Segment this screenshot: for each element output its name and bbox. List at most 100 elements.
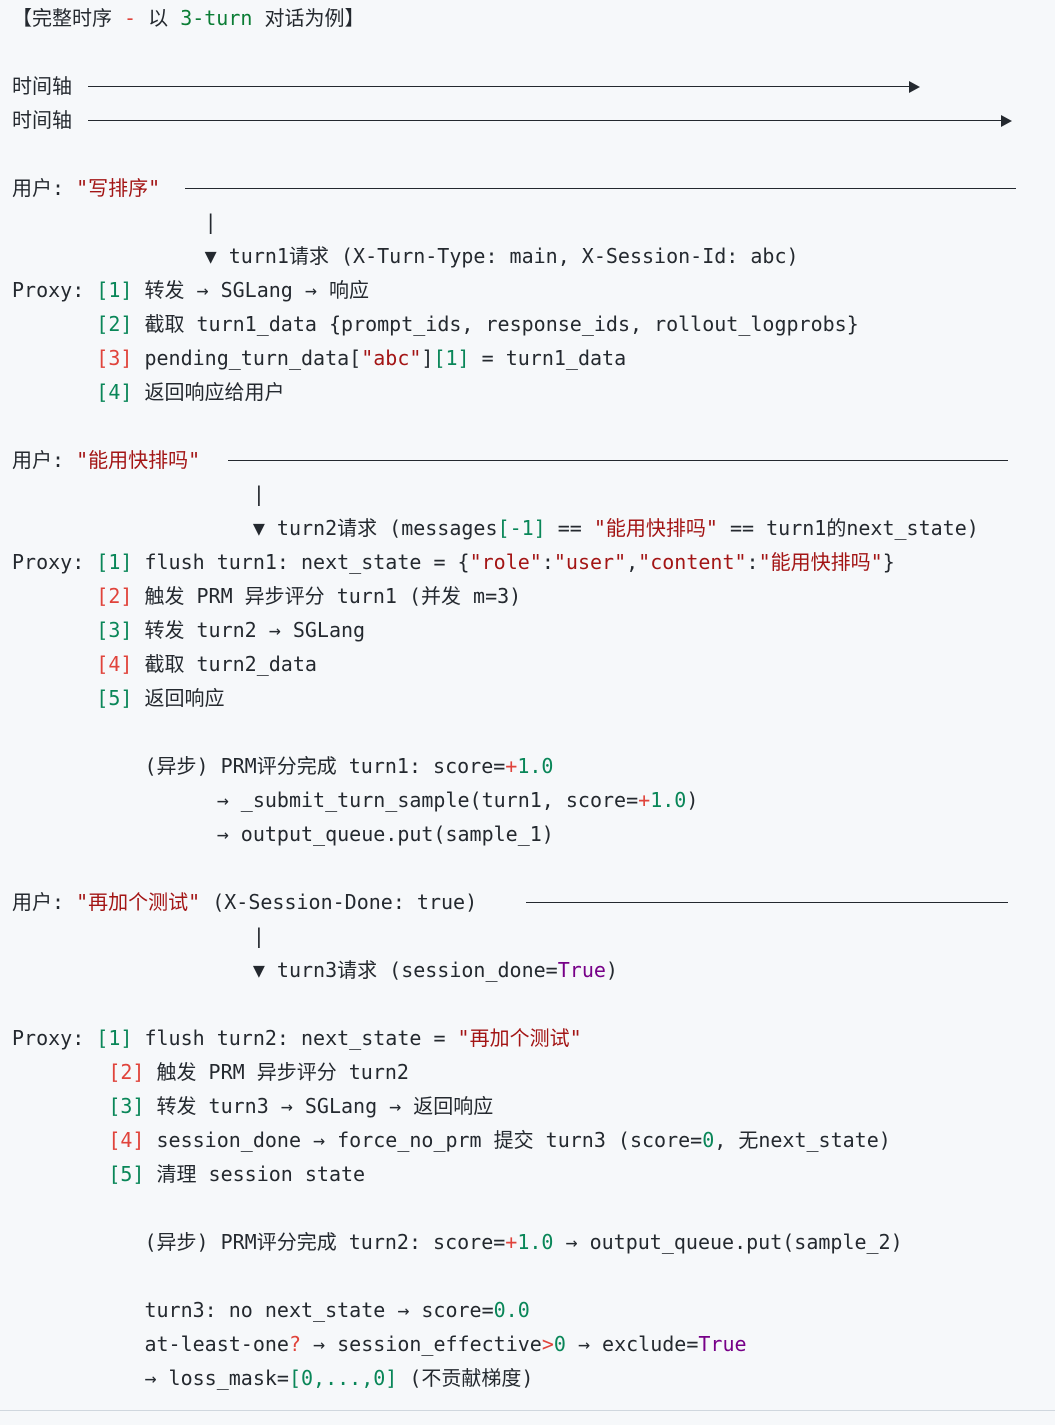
code-token — [12, 652, 96, 676]
code-line: [5] 清理 session state — [12, 1157, 365, 1191]
code-token: Proxy: — [12, 1026, 97, 1050]
code-token — [12, 1094, 108, 1118]
code-token: "再加个测试" — [76, 890, 201, 914]
code-token: 转发 → SGLang → 响应 — [132, 278, 369, 302]
code-token: ▼ turn1请求 (X-Turn-Type: main, X-Session-… — [12, 244, 799, 268]
code-line: [2] 触发 PRM 异步评分 turn2 — [12, 1055, 409, 1089]
timeline-axis — [88, 86, 912, 87]
code-line: [4] session_done → force_no_prm 提交 turn3… — [12, 1123, 891, 1157]
code-line: turn3: no next_state → score=0.0 — [12, 1293, 529, 1327]
code-token: | — [12, 482, 265, 506]
code-token: True — [557, 958, 606, 982]
code-token: (不贡献梯度) — [397, 1366, 534, 1390]
code-line: at-least-one? → session_effective>0 → ex… — [12, 1327, 747, 1361]
timeline-axis — [88, 120, 1004, 121]
code-token: "role" — [469, 550, 542, 574]
code-token: True — [698, 1332, 747, 1356]
code-token: "能用快排吗" — [593, 516, 718, 540]
code-line: | — [12, 477, 265, 511]
code-token: [3] — [108, 1094, 145, 1118]
code-line: 时间轴 — [12, 103, 84, 137]
timeline-rule — [228, 460, 1008, 461]
code-token: [-1] — [497, 516, 546, 540]
code-token: 转发 turn3 → SGLang → 返回响应 — [144, 1094, 494, 1118]
code-token: → output_queue.put(sample_1) — [12, 822, 554, 846]
code-token: 返回响应 — [132, 686, 225, 710]
code-line: → output_queue.put(sample_1) — [12, 817, 554, 851]
code-token: pending_turn_data[ — [132, 346, 362, 370]
code-token: 触发 PRM 异步评分 turn1 (并发 m=3) — [132, 584, 522, 608]
code-token: 截取 turn1_data {prompt_ids, response_ids,… — [132, 312, 859, 336]
code-token: ▼ turn3请求 (session_done= — [12, 958, 558, 982]
code-token: [2] — [96, 312, 133, 336]
code-token: 截取 turn2_data — [132, 652, 317, 676]
arrowhead-icon — [1001, 115, 1012, 127]
code-token: at-least-one — [12, 1332, 289, 1356]
code-line: 用户: "写排序" — [12, 171, 172, 205]
code-line: [3] 转发 turn2 → SGLang — [12, 613, 365, 647]
code-token: } — [882, 550, 895, 574]
code-token — [12, 380, 96, 404]
code-line: ▼ turn2请求 (messages[-1] == "能用快排吗" == tu… — [12, 511, 979, 545]
code-token: "user" — [553, 550, 627, 574]
code-token: [4] — [108, 1128, 145, 1152]
code-token: "abc" — [361, 346, 422, 370]
code-token: , 无next_state) — [714, 1128, 891, 1152]
code-token: 0 — [553, 1332, 566, 1356]
code-line: → _submit_turn_sample(turn1, score=+1.0) — [12, 783, 699, 817]
code-token: 触发 PRM 异步评分 turn2 — [144, 1060, 409, 1084]
code-token: == turn1的next_state) — [717, 516, 979, 540]
code-token: [3] — [96, 618, 133, 642]
code-token: [1] — [96, 278, 133, 302]
code-token: 返回响应给用户 — [132, 380, 285, 404]
code-token: 【完整时序 — [12, 6, 125, 30]
code-token — [12, 1060, 108, 1084]
code-token — [200, 448, 212, 472]
code-token: + — [505, 754, 518, 778]
code-token: (X-Session-Done: true) — [200, 890, 490, 914]
code-token: : — [541, 550, 554, 574]
code-token: → exclude= — [565, 1332, 699, 1356]
code-token: 用户: — [12, 448, 77, 472]
code-token: | — [12, 924, 265, 948]
code-line: [2] 截取 turn1_data {prompt_ids, response_… — [12, 307, 859, 341]
code-token: [2] — [96, 584, 133, 608]
code-token: 时间轴 — [12, 108, 85, 132]
code-token: 3-turn — [180, 6, 253, 30]
code-token: - — [124, 6, 137, 30]
code-line: 用户: "再加个测试" (X-Session-Done: true) — [12, 885, 489, 919]
code-token: 1.0 — [650, 788, 687, 812]
code-token: 1.0 — [517, 1230, 554, 1254]
code-token: > — [541, 1332, 554, 1356]
code-line: [3] 转发 turn3 → SGLang → 返回响应 — [12, 1089, 493, 1123]
code-line: Proxy: [1] flush turn1: next_state = {"r… — [12, 545, 895, 579]
code-token: ▼ turn2请求 (messages — [12, 516, 498, 540]
code-token: "能用快排吗" — [76, 448, 201, 472]
code-token: | — [12, 210, 217, 234]
code-token: (异步) PRM评分完成 turn2: score= — [12, 1230, 506, 1254]
code-token: == — [545, 516, 594, 540]
code-token: 时间轴 — [12, 74, 85, 98]
code-line: (异步) PRM评分完成 turn1: score=+1.0 — [12, 749, 553, 783]
code-line: Proxy: [1] 转发 → SGLang → 响应 — [12, 273, 369, 307]
code-token: [5] — [96, 686, 133, 710]
code-token — [160, 176, 172, 200]
code-line: → loss_mask=[0,...,0] (不贡献梯度) — [12, 1361, 533, 1395]
code-token: [1] — [96, 550, 133, 574]
code-token — [12, 618, 96, 642]
code-token: [2] — [108, 1060, 145, 1084]
code-line: | — [12, 919, 265, 953]
code-token: 清理 session state — [144, 1162, 366, 1186]
code-token: flush turn2: next_state = — [132, 1026, 458, 1050]
code-token: session_done → force_no_prm 提交 turn3 (sc… — [144, 1128, 703, 1152]
code-token: 以 — [136, 6, 181, 30]
code-line: ▼ turn3请求 (session_done=True) — [12, 953, 618, 987]
timeline-rule — [185, 188, 1016, 189]
code-line: [5] 返回响应 — [12, 681, 224, 715]
code-token: [4] — [96, 380, 133, 404]
code-token: ] — [421, 346, 434, 370]
code-token: [3] — [96, 346, 133, 370]
code-token: 1.0 — [517, 754, 554, 778]
code-token: (异步) PRM评分完成 turn1: score= — [12, 754, 506, 778]
